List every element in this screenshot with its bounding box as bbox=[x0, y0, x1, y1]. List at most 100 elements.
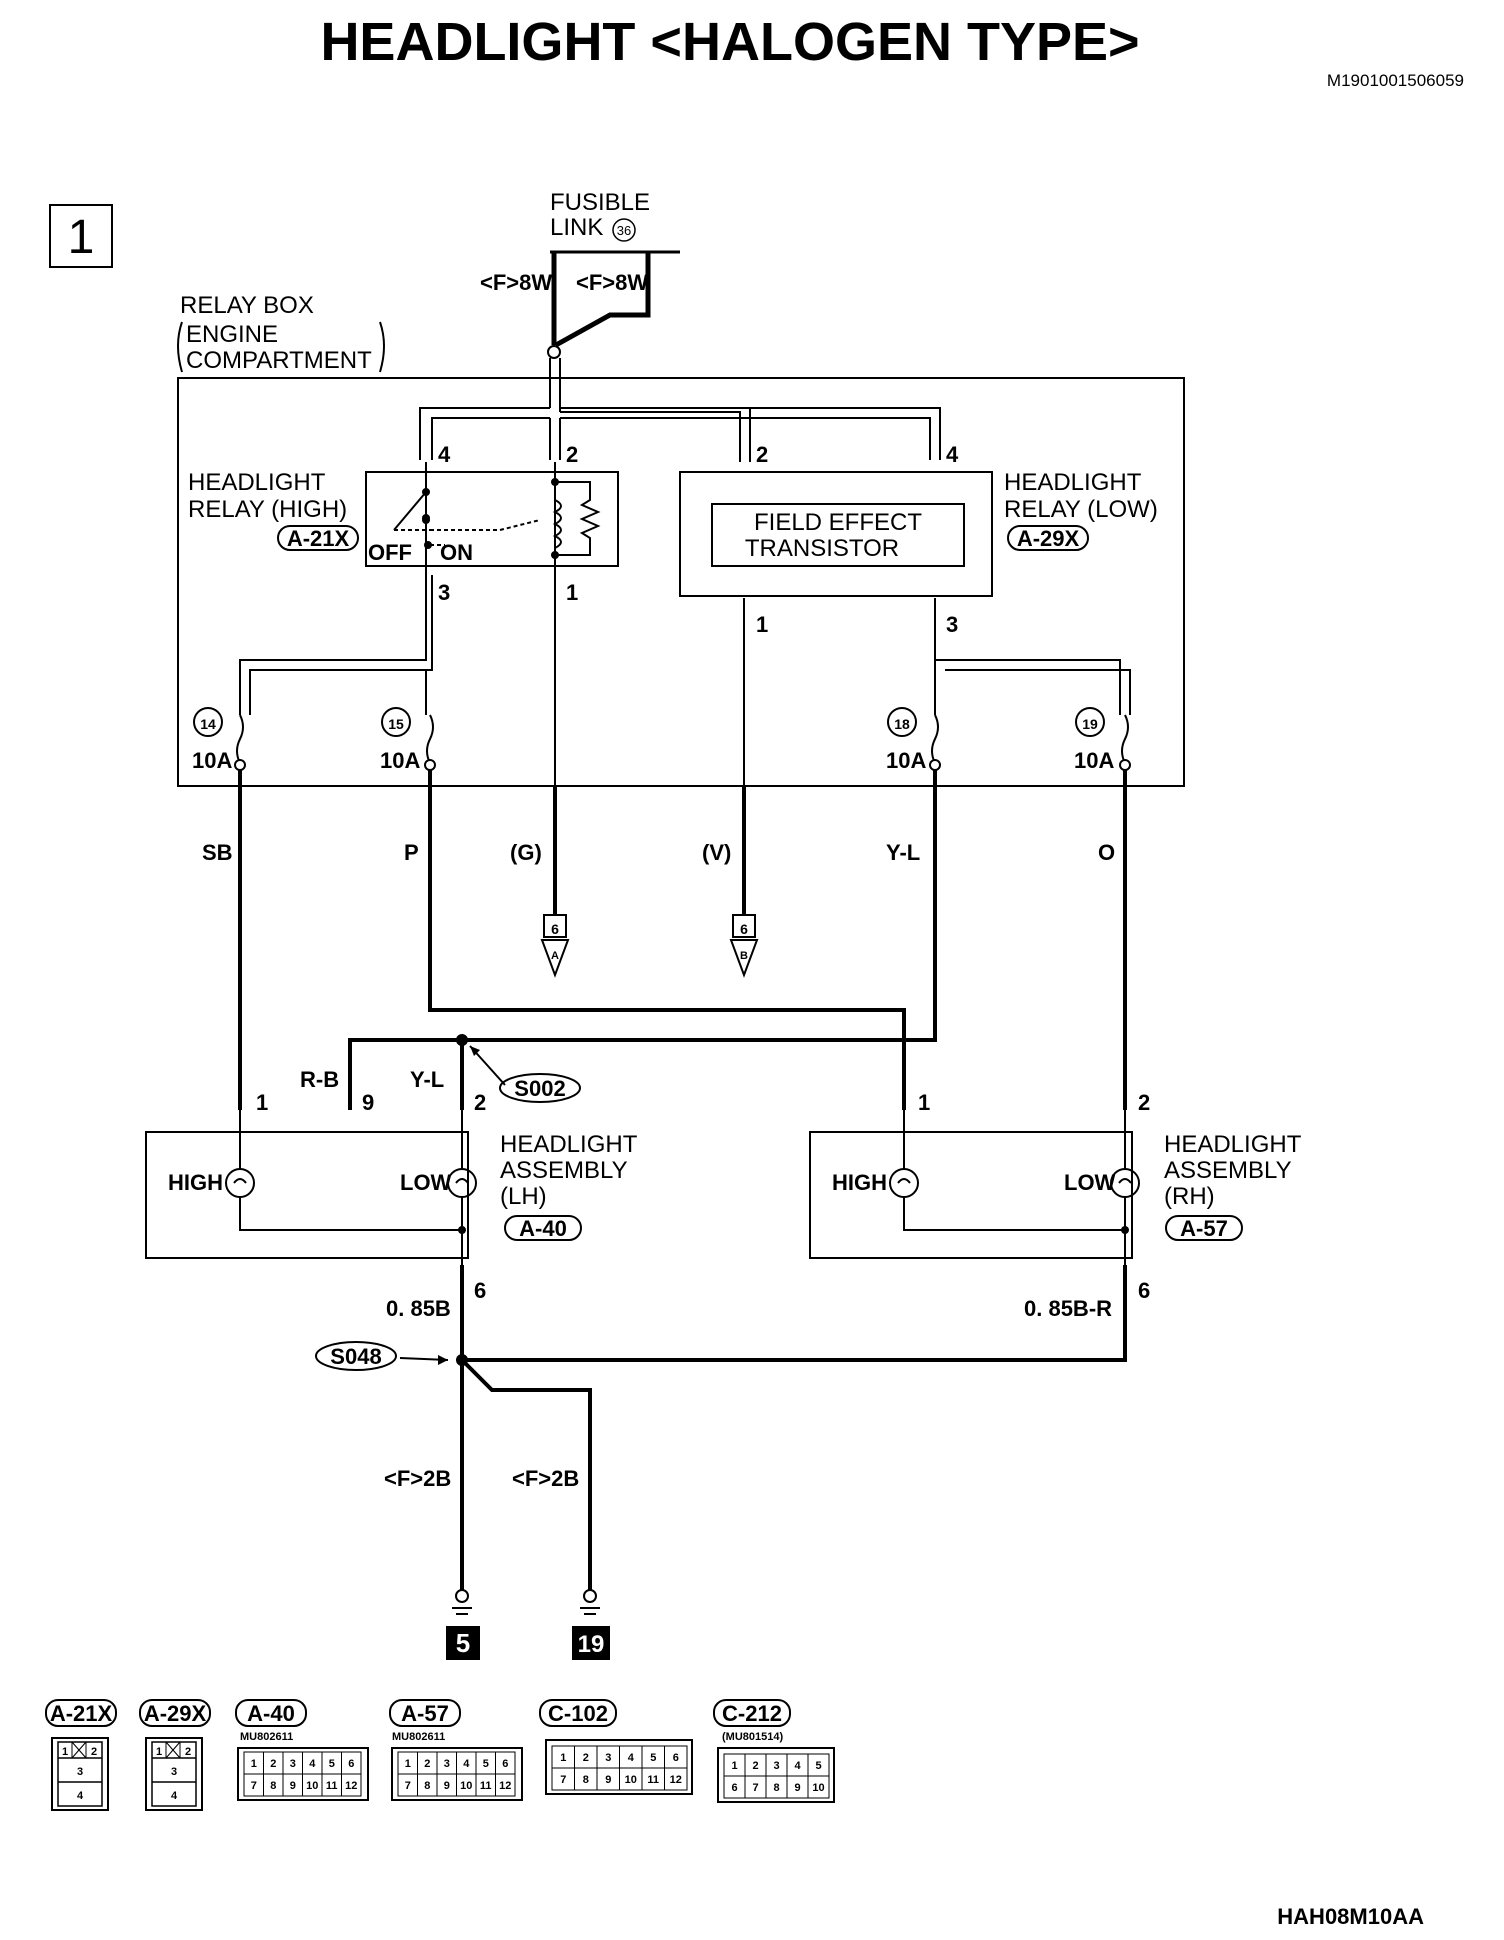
relay-box-bracket-left bbox=[177, 321, 183, 373]
ground-symbol bbox=[452, 1589, 600, 1615]
connector-id: C-212 bbox=[722, 1701, 782, 1726]
splice-s048: S048 bbox=[315, 1341, 449, 1371]
relay-high-label-2: RELAY (HIGH) bbox=[188, 496, 347, 523]
connector-cell: 1 bbox=[62, 1746, 68, 1758]
splice-s048-node bbox=[456, 1354, 468, 1366]
wire-color-v: (V) bbox=[702, 840, 731, 865]
relay-box-bracket-right bbox=[379, 321, 385, 373]
fuse-15: 15 10A bbox=[380, 707, 436, 773]
connector-cell: 2 bbox=[185, 1746, 191, 1758]
splice-s002-node bbox=[456, 1034, 468, 1046]
connector-cell: 3 bbox=[444, 1758, 450, 1770]
relay-high-on: ON bbox=[440, 540, 473, 565]
relay-high-internals bbox=[393, 462, 601, 575]
connector-a29x: A-29X 1 2 3 4 bbox=[139, 1699, 211, 1811]
wire-color-sb: SB bbox=[202, 840, 233, 865]
connector-cell: 3 bbox=[773, 1760, 779, 1772]
connector-cell: 9 bbox=[605, 1774, 611, 1786]
connector-cell: 8 bbox=[424, 1780, 430, 1792]
connector-cell: 4 bbox=[171, 1790, 178, 1802]
feed-wire-label-2: <F>8W bbox=[576, 270, 648, 295]
field-effect-transistor-box bbox=[711, 503, 965, 567]
figure-code: HAH08M10AA bbox=[1277, 1904, 1424, 1929]
connector-cell: 9 bbox=[290, 1780, 296, 1792]
connector-cell: 7 bbox=[560, 1774, 566, 1786]
ground-wires bbox=[460, 1265, 1127, 1590]
connector-part: MU802611 bbox=[240, 1731, 293, 1743]
connector-cell: 2 bbox=[583, 1752, 589, 1764]
ground-wire-g2: <F>2B bbox=[512, 1466, 579, 1491]
headlight-rh-label-3: (RH) bbox=[1164, 1183, 1215, 1210]
connector-cell: 5 bbox=[650, 1752, 656, 1764]
wire-color-rb: R-B bbox=[300, 1067, 339, 1092]
connector-cell: 1 bbox=[251, 1758, 257, 1770]
fuse-rating: 10A bbox=[1074, 748, 1114, 773]
connector-cell: 11 bbox=[647, 1774, 659, 1786]
reference-page: 6 bbox=[551, 921, 559, 937]
headlight-lh-connector-badge: A-40 bbox=[504, 1215, 582, 1241]
connector-cell: 10 bbox=[460, 1780, 472, 1792]
relay-low-pin: 2 bbox=[756, 442, 768, 467]
connector-cell: 3 bbox=[605, 1752, 611, 1764]
connector-cell: 11 bbox=[480, 1780, 492, 1792]
relay-low-label-2: RELAY (LOW) bbox=[1004, 496, 1158, 523]
headlight-lh-pin: 9 bbox=[362, 1090, 374, 1115]
fuse-number: 14 bbox=[200, 716, 216, 732]
headlight-lh-pin: 1 bbox=[256, 1090, 268, 1115]
ground-wire-rh: 0. 85B-R bbox=[1024, 1296, 1112, 1321]
relay-high-pin: 1 bbox=[566, 580, 578, 605]
headlight-rh-box bbox=[809, 1131, 1133, 1259]
relay-box-label-3: COMPARTMENT bbox=[186, 347, 372, 374]
connector-cell: 12 bbox=[499, 1780, 511, 1792]
connector-cell: 2 bbox=[270, 1758, 276, 1770]
connector-id: A-29X bbox=[144, 1701, 207, 1726]
connector-cell: 6 bbox=[731, 1782, 737, 1794]
connector-cell-box bbox=[664, 1767, 688, 1791]
connector-cell: 1 bbox=[156, 1746, 162, 1758]
connector-cell: 7 bbox=[405, 1780, 411, 1792]
connector-cell: 10 bbox=[306, 1780, 318, 1792]
headlight-lh-box bbox=[145, 1131, 469, 1259]
headlight-rh-connector: A-57 bbox=[1180, 1216, 1228, 1241]
connector-cell: 4 bbox=[77, 1790, 84, 1802]
headlight-rh-pin: 2 bbox=[1138, 1090, 1150, 1115]
fusible-link: FUSIBLE LINK 36 bbox=[550, 189, 680, 254]
splice-s002: S002 bbox=[469, 1045, 581, 1103]
headlight-lh-internal bbox=[239, 1110, 466, 1265]
connector-id: A-57 bbox=[401, 1701, 449, 1726]
relay-box-outline bbox=[177, 377, 1185, 787]
connector-cell: 4 bbox=[794, 1760, 801, 1772]
connector-cell: 1 bbox=[560, 1752, 566, 1764]
connector-cell-box bbox=[341, 1773, 362, 1797]
relay-high-pin: 3 bbox=[438, 580, 450, 605]
connector-cell: 6 bbox=[673, 1752, 679, 1764]
fuse-number: 15 bbox=[388, 716, 404, 732]
headlight-rh-high: HIGH bbox=[832, 1170, 887, 1195]
relay-low-pin: 1 bbox=[756, 612, 768, 637]
fuse-rating: 10A bbox=[380, 748, 420, 773]
relay-high-connector-badge: A-21X bbox=[277, 525, 359, 551]
connector-cell: 6 bbox=[502, 1758, 508, 1770]
ground-wire-lh: 0. 85B bbox=[386, 1296, 451, 1321]
connector-part: (MU801514) bbox=[722, 1731, 783, 1743]
relay-outputs bbox=[239, 575, 1131, 785]
wire-color-p: P bbox=[404, 840, 419, 865]
connector-cell: 10 bbox=[625, 1774, 637, 1786]
connector-cell: 12 bbox=[670, 1774, 682, 1786]
headlight-rh-pin: 1 bbox=[918, 1090, 930, 1115]
reference-arrow-b: 6 B bbox=[729, 914, 759, 978]
headlight-rh-connector-badge: A-57 bbox=[1165, 1215, 1243, 1241]
connector-cell: 5 bbox=[483, 1758, 489, 1770]
connector-cell: 4 bbox=[309, 1758, 316, 1770]
headlight-rh-low: LOW bbox=[1064, 1170, 1116, 1195]
feed-wires bbox=[547, 252, 651, 359]
connector-cell: 5 bbox=[329, 1758, 335, 1770]
connector-cell: 8 bbox=[270, 1780, 276, 1792]
relay-high-off: OFF bbox=[368, 540, 412, 565]
connector-part: MU802611 bbox=[392, 1731, 445, 1743]
page-title: HEADLIGHT <HALOGEN TYPE> bbox=[320, 12, 1139, 72]
